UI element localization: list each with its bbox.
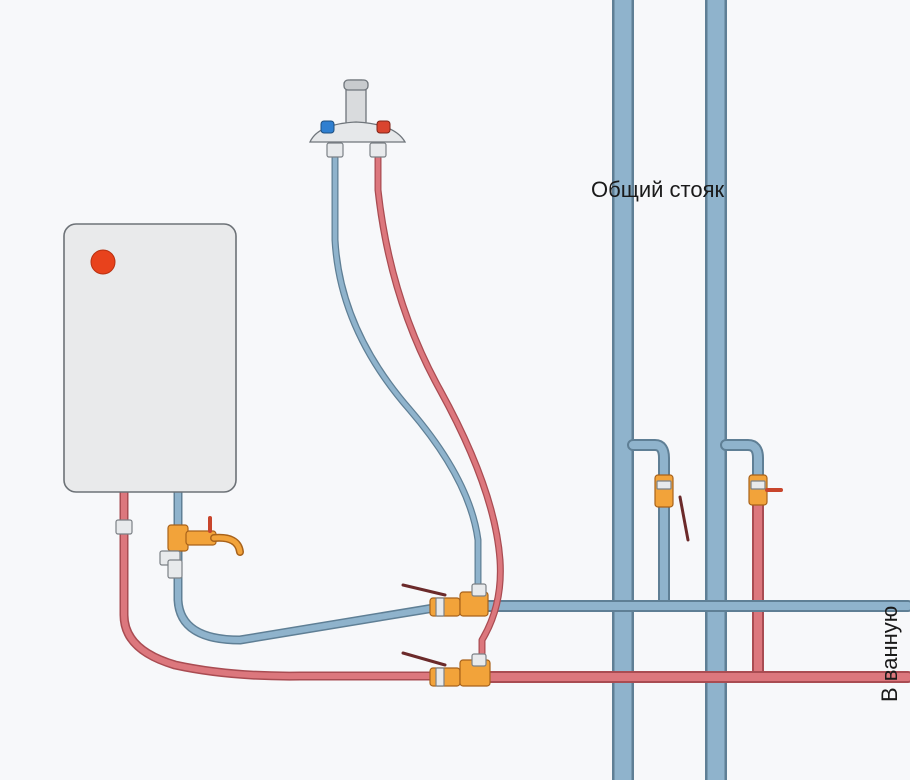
riser-cold-valve <box>654 474 690 542</box>
hot-hose-nut <box>471 653 487 667</box>
faucet-cold-hose <box>331 154 482 596</box>
riser-hot-valve <box>748 474 783 506</box>
to-bath-label: В ванную <box>877 606 902 702</box>
faucet-hot-nut <box>369 142 387 158</box>
heater-hot-outlet-pipe <box>119 487 440 681</box>
hot-branch-from-riser <box>720 439 764 682</box>
riser-label: Общий стояк <box>591 177 724 202</box>
hot-shutoff-valve <box>401 651 491 687</box>
cold-shutoff-valve <box>401 583 489 617</box>
faucet <box>308 79 407 158</box>
cold-branch-from-riser <box>627 439 670 609</box>
faucet-hot-handle <box>376 120 391 134</box>
heater-safety-valve <box>159 516 244 579</box>
cold-hose-nut <box>471 583 487 597</box>
water-heater-body <box>63 223 237 493</box>
faucet-cold-nut <box>326 142 344 158</box>
water-heater <box>63 223 237 535</box>
faucet-cold-handle <box>320 120 335 134</box>
heater-indicator-light <box>90 249 116 275</box>
heater-hot-outlet-nut <box>115 519 133 535</box>
heater-cold-inlet-pipe <box>173 487 445 645</box>
faucet-hot-hose <box>374 154 504 662</box>
